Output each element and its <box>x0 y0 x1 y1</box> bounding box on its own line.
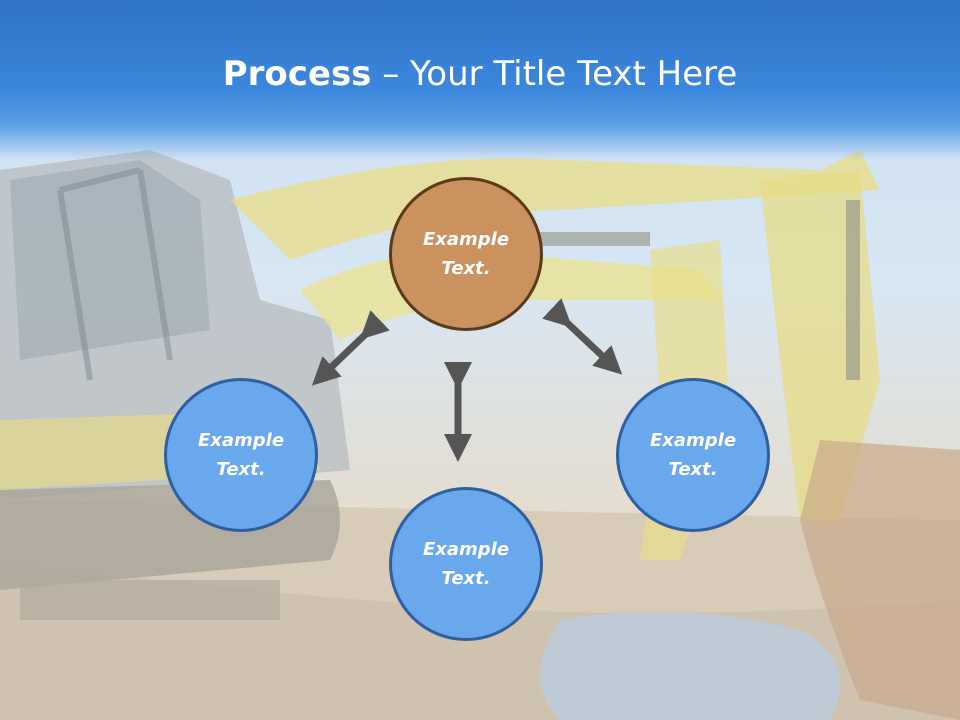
node-bottom-line1: Example <box>422 539 510 560</box>
node-right-line1: Example <box>649 430 737 451</box>
node-left-line1: Example <box>197 430 285 451</box>
node-top-line1: Example <box>422 229 510 250</box>
title-bar <box>0 0 960 160</box>
node-left-line2: Text. <box>216 459 266 480</box>
arrow-top-left <box>311 310 390 386</box>
arrow-top-right <box>542 298 623 375</box>
node-top-line2: Text. <box>441 258 491 279</box>
node-right-line2: Text. <box>668 459 718 480</box>
slide-title: Process – Your Title Text Here <box>0 52 960 96</box>
title-bold: Process <box>222 54 372 94</box>
title-rest: – Your Title Text Here <box>371 54 738 94</box>
node-bottom-line2: Text. <box>441 568 491 589</box>
